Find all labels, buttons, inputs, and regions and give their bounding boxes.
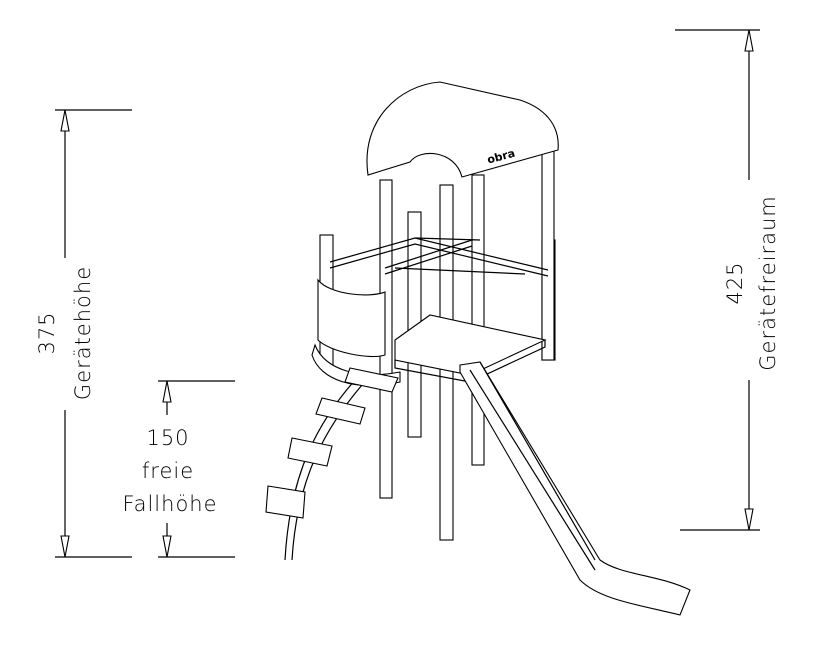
roof <box>366 81 559 178</box>
ladder-step <box>287 437 333 467</box>
slide-rails <box>469 361 596 571</box>
clearance-value: 425 <box>723 261 747 304</box>
arrow-up-icon <box>744 29 754 52</box>
ladder-step <box>315 397 366 425</box>
ladder-step <box>344 367 399 393</box>
arrow-up-icon <box>60 109 70 132</box>
free-fall-label-2: Fallhöhe <box>122 492 217 516</box>
arrow-down-icon <box>60 535 70 558</box>
clearance-label: Gerätefreiraum <box>756 195 780 370</box>
arrow-up-icon <box>162 380 172 403</box>
arrow-down-icon <box>744 508 754 531</box>
playground-tower: obra <box>265 81 691 616</box>
arrow-down-icon <box>162 535 172 558</box>
device-height-value: 375 <box>35 311 59 354</box>
device-height-label: Gerätehöhe <box>71 266 95 400</box>
dimension-free-fall-height: 150 freie Fallhöhe <box>122 380 235 558</box>
post <box>471 174 485 466</box>
railings <box>329 237 549 277</box>
post <box>541 149 555 361</box>
dimension-device-height: 375 Gerätehöhe <box>35 109 132 558</box>
slide <box>459 361 691 616</box>
platform <box>394 314 547 376</box>
free-fall-value: 150 <box>146 426 189 450</box>
ladder-step <box>265 485 306 519</box>
dimension-clearance: 425 Gerätefreiraum <box>675 29 780 531</box>
side-panel <box>317 278 386 358</box>
free-fall-label-1: freie <box>142 459 194 483</box>
